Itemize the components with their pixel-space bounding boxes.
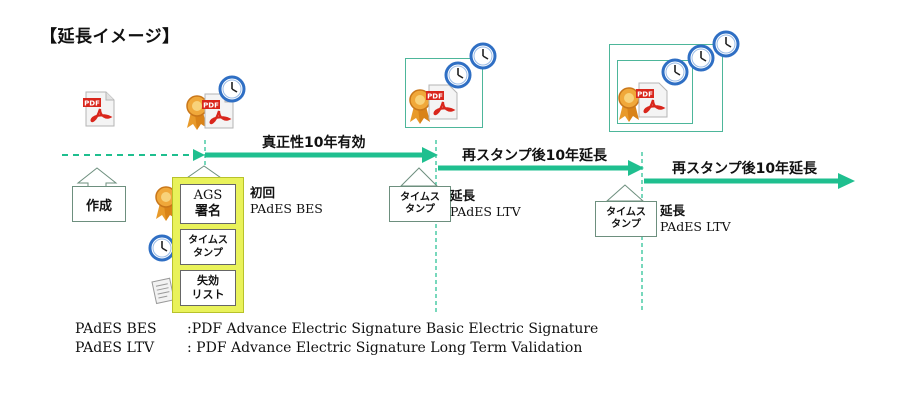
legend-desc: PDF Advance Electric Signature Basic Ele… xyxy=(191,321,599,337)
svg-text:PDF: PDF xyxy=(427,93,443,101)
award-ribbon-icon xyxy=(409,89,431,124)
ext2-label: 延長 PAdES LTV xyxy=(660,203,731,234)
pdf-file-icon: PDF xyxy=(636,82,668,118)
ext2-ts-line2: タンプ xyxy=(611,219,641,230)
clock-icon xyxy=(661,58,689,86)
pdf-file-icon xyxy=(81,90,116,128)
clock-icon xyxy=(148,234,176,262)
segment3-label: 再スタンプ後10年延長 xyxy=(672,161,818,177)
create-label: 作成 xyxy=(85,198,112,214)
legend-term: PAdES LTV xyxy=(75,340,155,356)
segment1-arrowhead xyxy=(422,147,438,163)
ext2-pointer xyxy=(605,184,645,202)
ags-line2: 署名 xyxy=(194,204,221,219)
ext1-ts-line2: タンプ xyxy=(405,204,435,215)
legend-sep: : xyxy=(187,340,192,356)
initial-label: 初回 PAdES BES xyxy=(250,185,323,216)
page-title: 【延長イメージ】 xyxy=(40,27,180,47)
ext1-ts-line1: タイムス xyxy=(400,192,440,203)
revocation-line1: 失効 xyxy=(197,274,219,287)
svg-text:PDF: PDF xyxy=(637,91,653,99)
revocation-list-box: 失効 リスト xyxy=(180,270,236,306)
legend-sep: : xyxy=(187,321,192,337)
ext1-label: 延長 PAdES LTV xyxy=(450,188,521,219)
legend-row: PAdES BES:PDF Advance Electric Signature… xyxy=(75,320,598,339)
create-box: 作成 xyxy=(72,186,126,222)
pdf-file-icon: PDF xyxy=(426,84,458,120)
clock-icon xyxy=(218,75,246,103)
initial-line1: 初回 xyxy=(250,185,276,200)
ext2-timestamp-box: タイムス タンプ xyxy=(595,201,657,237)
initial-line2: PAdES BES xyxy=(250,201,323,216)
ags-line1: AGS xyxy=(193,188,223,203)
ext2-line2: PAdES LTV xyxy=(660,219,731,234)
ext1-icons: PDF xyxy=(409,42,497,124)
creation-dashed-arrowhead xyxy=(193,149,205,161)
segment2-arrowhead xyxy=(628,160,644,176)
stack-timestamp-box: タイムス タンプ xyxy=(180,229,236,265)
document-icon xyxy=(151,277,175,305)
ags-signature-box: AGS 署名 xyxy=(180,184,236,224)
clock-icon xyxy=(469,42,497,70)
revocation-line2: リスト xyxy=(191,288,225,301)
clock-icon xyxy=(444,61,472,89)
ext1-line2: PAdES LTV xyxy=(450,204,521,219)
legend: PAdES BES:PDF Advance Electric Signature… xyxy=(75,320,598,358)
clock-icon xyxy=(687,44,715,72)
legend-desc: PDF Advance Electric Signature Long Term… xyxy=(196,340,583,356)
ext1-line1: 延長 xyxy=(450,188,476,203)
stack-timestamp-line2: タンプ xyxy=(193,248,223,259)
legend-term: PAdES BES xyxy=(75,321,157,337)
ext2-icons: PDF xyxy=(618,30,740,122)
segment1-label: 真正性10年有効 xyxy=(262,135,366,151)
segment2-label: 再スタンプ後10年延長 xyxy=(462,148,608,164)
ext1-pointer xyxy=(399,167,439,187)
ext2-line1: 延長 xyxy=(660,203,686,218)
segment3-arrowhead xyxy=(838,173,855,189)
ext2-ts-line1: タイムス xyxy=(606,207,646,218)
stack-timestamp-line1: タイムス xyxy=(188,235,228,246)
legend-row: PAdES LTV: PDF Advance Electric Signatur… xyxy=(75,339,598,358)
ext1-timestamp-box: タイムス タンプ xyxy=(389,186,451,222)
clock-icon xyxy=(712,30,740,58)
